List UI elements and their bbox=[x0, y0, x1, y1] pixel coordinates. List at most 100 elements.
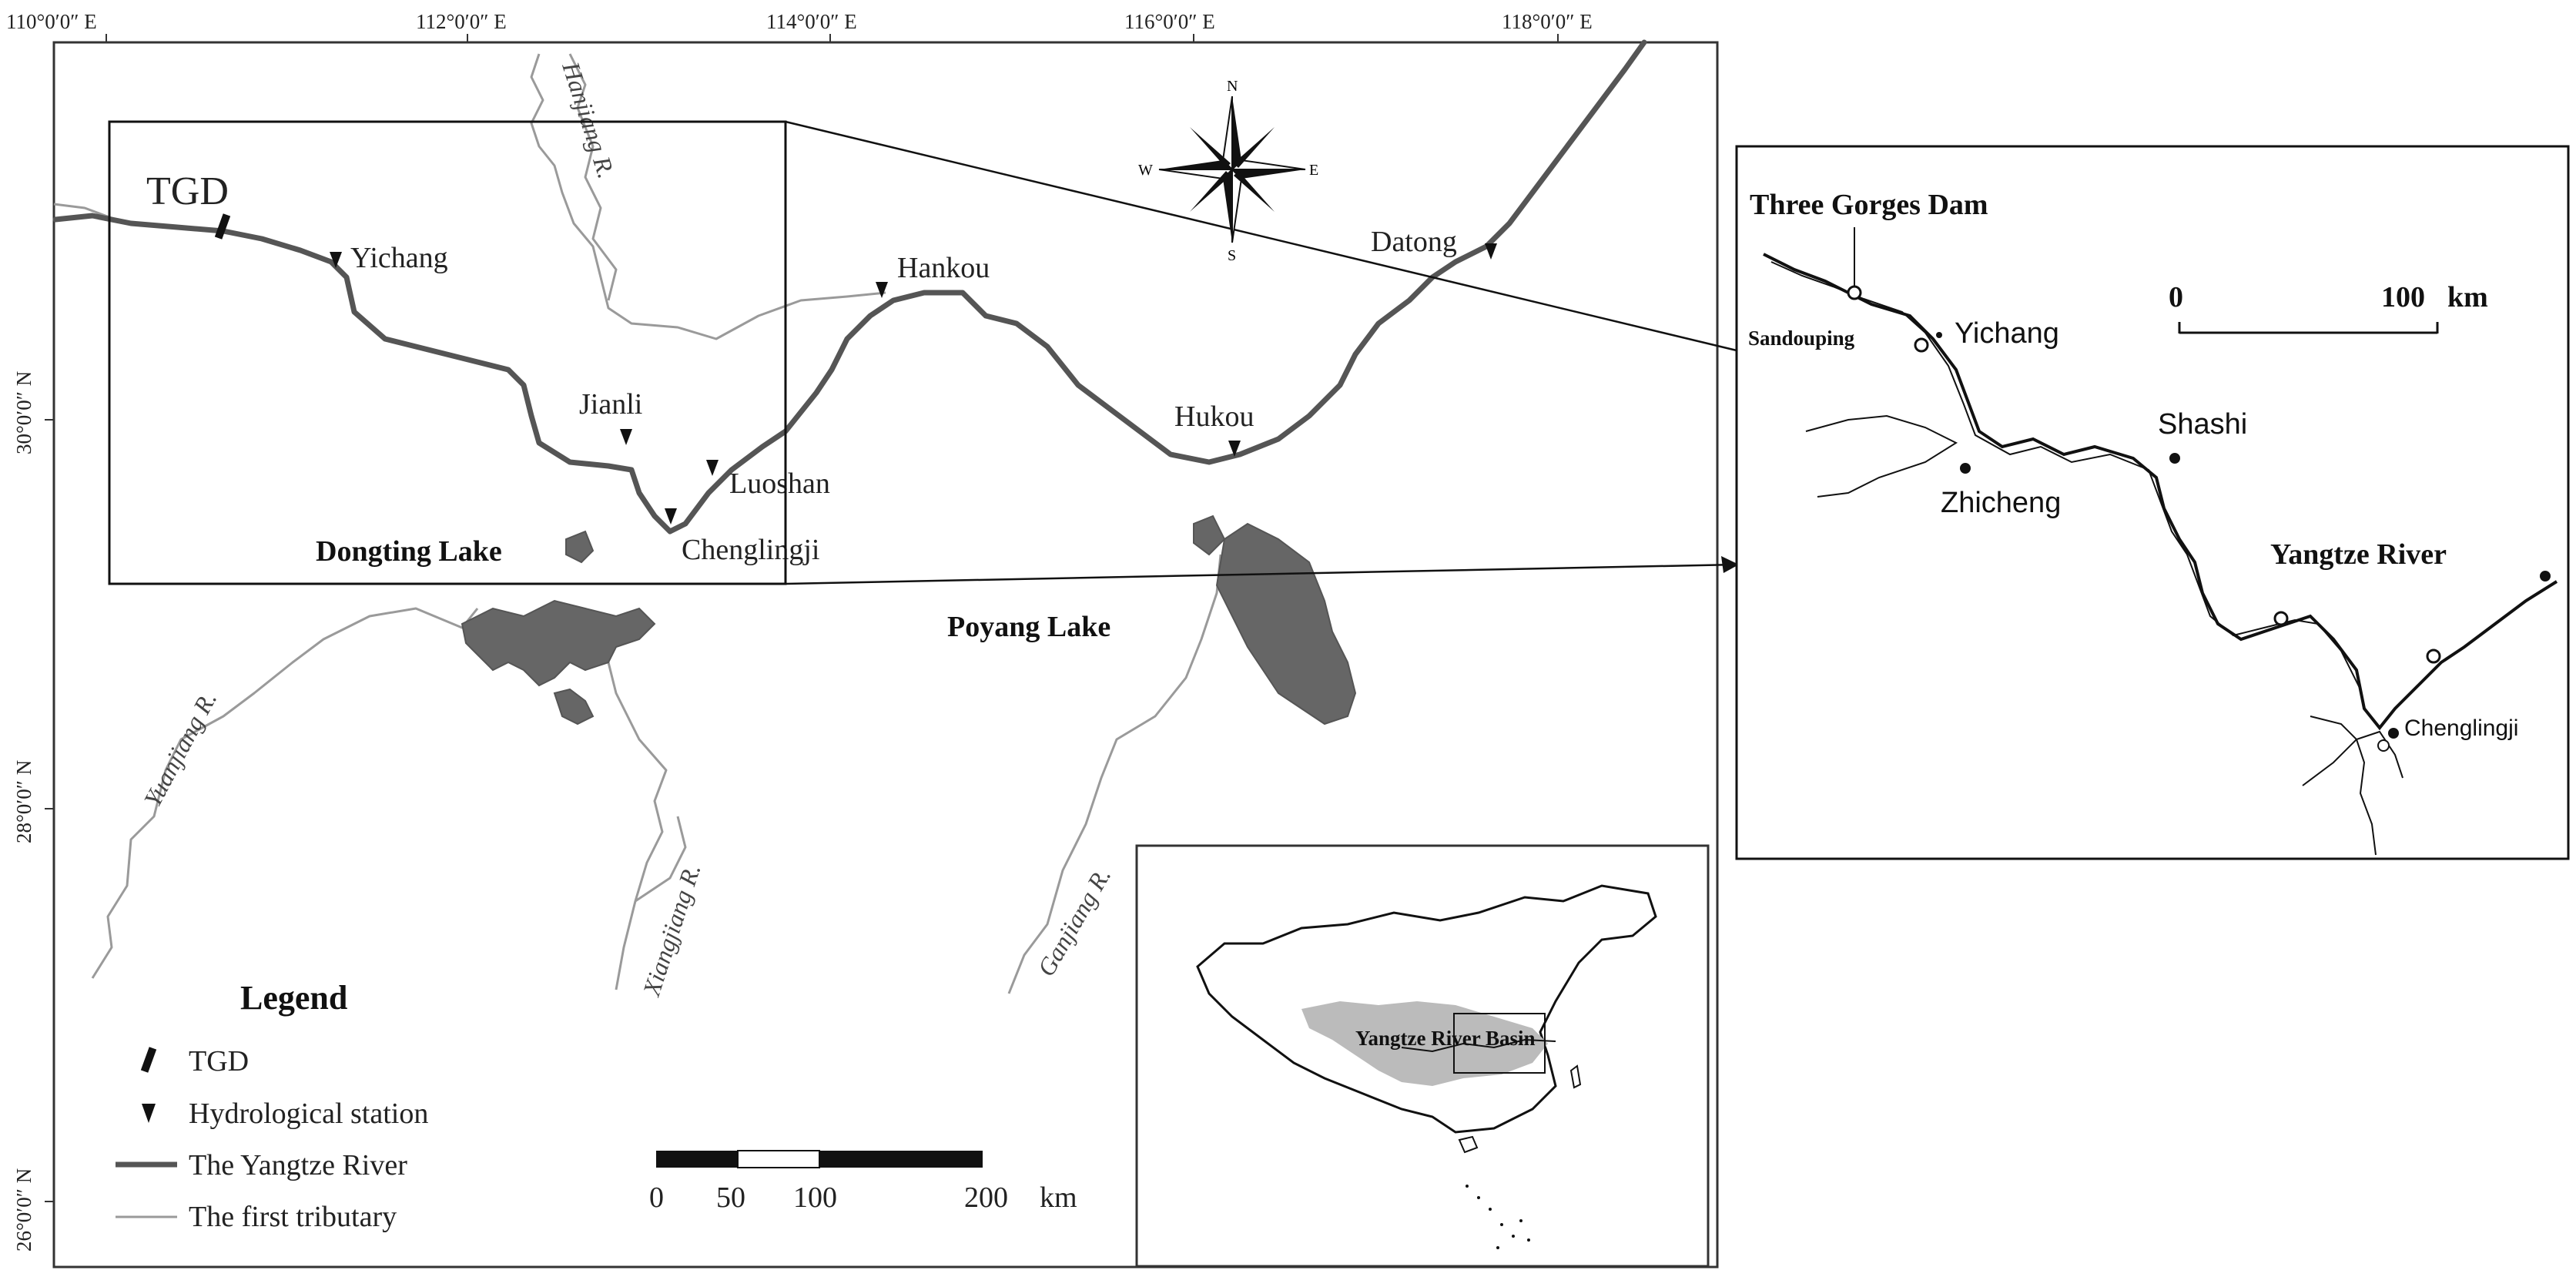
longitude-label-118: 118°0′0″ E bbox=[1502, 10, 1593, 33]
inset-tgd-point bbox=[1847, 285, 1862, 300]
xiangjiang-river-line-2 bbox=[635, 816, 687, 903]
hankou-station-marker bbox=[876, 282, 888, 298]
compass-n-label: N bbox=[1227, 78, 1238, 95]
longitude-label-112: 112°0′0″ E bbox=[416, 10, 507, 33]
inset-shashi-label: Shashi bbox=[2158, 408, 2247, 441]
scale-unit: km bbox=[1040, 1181, 1077, 1214]
compass-rose: N S E W bbox=[1138, 78, 1318, 264]
scale-tick-200: 200 bbox=[964, 1181, 1008, 1214]
scale-tick-50: 50 bbox=[716, 1181, 745, 1214]
inset-zhicheng-label: Zhicheng bbox=[1941, 487, 2061, 519]
taiwan-island bbox=[1569, 1064, 1582, 1089]
hanjiang-river-line-2 bbox=[568, 53, 618, 301]
inset-station-point-1 bbox=[2273, 611, 2289, 626]
longitude-ticks bbox=[106, 34, 1559, 43]
longitude-label-114: 114°0′0″ E bbox=[766, 10, 857, 33]
scale-tick-100: 100 bbox=[793, 1181, 837, 1214]
locator-zoom-box bbox=[1453, 1013, 1546, 1074]
luoshan-label: Luoshan bbox=[729, 468, 830, 500]
compass-w-label: W bbox=[1138, 162, 1153, 179]
yangtze-river-line bbox=[52, 39, 1647, 535]
legend-item-tributary: The first tributary bbox=[189, 1201, 397, 1233]
inset-yangtze-label: Yangtze River bbox=[2270, 538, 2447, 571]
ganjiang-river-line bbox=[1007, 554, 1222, 994]
inset-sandouping-label: Sandouping bbox=[1748, 327, 1855, 350]
legend-station-symbol bbox=[142, 1104, 156, 1123]
legend-tgd-symbol bbox=[140, 1047, 157, 1073]
legend: Legend TGD Hydrological station The Yang… bbox=[116, 979, 428, 1233]
inset-zhicheng-point bbox=[1960, 463, 1971, 474]
latitude-label-30: 30°0′0″ N bbox=[12, 371, 35, 454]
poyang-lake-shape bbox=[1193, 514, 1357, 726]
dongting-lake-label: Dongting Lake bbox=[316, 535, 502, 568]
latitude-label-26: 26°0′0″ N bbox=[12, 1168, 35, 1252]
chenglingji-station-marker bbox=[665, 508, 677, 525]
compass-s-label: S bbox=[1228, 247, 1236, 264]
longitude-label-116: 116°0′0″ E bbox=[1124, 10, 1215, 33]
inset-yangtze-line bbox=[1763, 253, 2558, 731]
jianli-station-marker bbox=[620, 429, 632, 445]
inset-sandouping-point bbox=[1914, 337, 1929, 353]
hukou-label: Hukou bbox=[1174, 401, 1254, 433]
tgd-label: TGD bbox=[146, 169, 229, 213]
inset-frame bbox=[1735, 145, 2570, 860]
hainan-island bbox=[1458, 1135, 1479, 1154]
inset-map: Three Gorges Dam Sandouping Yichang Zhic… bbox=[1735, 145, 2570, 860]
compass-e-label: E bbox=[1309, 162, 1318, 179]
poyang-lake-label: Poyang Lake bbox=[947, 611, 1110, 643]
inset-scale-bar: 0 100 km bbox=[2169, 281, 2488, 334]
inset-tributary-1 bbox=[1805, 414, 1958, 498]
yichang-station-marker bbox=[330, 252, 342, 268]
inset-station-point-2 bbox=[2426, 649, 2441, 664]
tgd-dam-symbol bbox=[214, 213, 231, 240]
inset-scale-start: 0 bbox=[2169, 281, 2183, 313]
inset-scale-unit: km bbox=[2447, 281, 2488, 313]
jianli-label: Jianli bbox=[579, 388, 642, 421]
scale-bar: 0 50 100 200 km bbox=[649, 1150, 1077, 1214]
main-map-frame bbox=[52, 41, 1719, 1269]
longitude-label-110: 110°0′0″ E bbox=[6, 10, 97, 33]
datong-label: Datong bbox=[1371, 226, 1457, 258]
inset-scale-end: 100 bbox=[2381, 281, 2425, 313]
legend-title: Legend bbox=[240, 979, 347, 1017]
zoom-connector-arrowhead bbox=[1721, 556, 1739, 573]
inset-yichang-label: Yichang bbox=[1955, 317, 2059, 350]
inset-chenglingji-point-2 bbox=[2377, 739, 2390, 752]
ganjiang-river-label: Ganjiang R. bbox=[1032, 863, 1116, 980]
locator-basin-label: Yangtze River Basin bbox=[1355, 1027, 1536, 1050]
xiangjiang-river-line bbox=[607, 662, 668, 990]
zoom-connector-bottom bbox=[785, 563, 1737, 585]
inset-yangtze-line-2 bbox=[1770, 261, 2361, 690]
legend-item-yangtze: The Yangtze River bbox=[189, 1149, 407, 1181]
dongting-lake-shape bbox=[461, 530, 656, 726]
legend-item-tgd: TGD bbox=[189, 1045, 249, 1078]
zoom-connector-top bbox=[785, 120, 1737, 352]
zoom-extent-box bbox=[108, 120, 787, 585]
locator-map: Yangtze River Basin bbox=[1135, 844, 1710, 1268]
locator-yangtze-line bbox=[1401, 1038, 1556, 1053]
inset-yichang-point bbox=[1936, 332, 1942, 338]
latitude-label-28: 28°0′0″ N bbox=[12, 760, 35, 843]
inset-shashi-point bbox=[2169, 453, 2180, 464]
hankou-label: Hankou bbox=[897, 252, 990, 284]
hukou-station-marker bbox=[1228, 441, 1241, 457]
inset-tributary-2 bbox=[2310, 716, 2377, 856]
legend-item-station: Hydrological station bbox=[189, 1098, 428, 1130]
yangtze-basin-shape bbox=[1301, 1001, 1548, 1086]
inset-chenglingji-point bbox=[2388, 728, 2399, 739]
yuanjiang-river-label: Yuanjiang R. bbox=[138, 686, 222, 811]
chenglingji-label: Chenglingji bbox=[682, 534, 819, 566]
luoshan-station-marker bbox=[706, 460, 719, 476]
hanjiang-river-label: Hanjiang R. bbox=[557, 58, 621, 182]
inset-tributary-3 bbox=[2302, 730, 2403, 786]
datong-station-marker bbox=[1485, 243, 1497, 260]
south-sea-islands bbox=[1466, 1185, 1530, 1249]
inset-chenglingji-label: Chenglingji bbox=[2404, 716, 2518, 741]
hanjiang-river-line bbox=[530, 53, 886, 340]
inset-title-label: Three Gorges Dam bbox=[1750, 189, 1988, 221]
yichang-label: Yichang bbox=[350, 242, 448, 274]
yuanjiang-river-line bbox=[91, 607, 479, 979]
scale-tick-0: 0 bbox=[649, 1181, 664, 1214]
latitude-ticks bbox=[45, 419, 54, 1202]
